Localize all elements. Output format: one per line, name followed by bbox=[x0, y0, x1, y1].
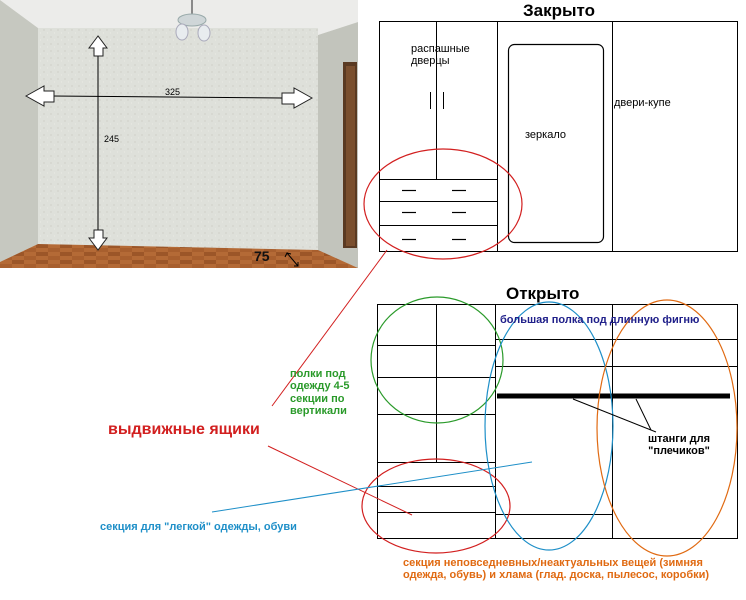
hinged-doors-label: распашные дверцы bbox=[411, 43, 470, 68]
mirror-label: зеркало bbox=[525, 129, 566, 141]
light-clothes-label: секция для "легкой" одежды, обуви bbox=[100, 521, 297, 533]
height-arrow bbox=[88, 35, 108, 251]
connector-rod-right bbox=[635, 398, 652, 431]
open-title: Открыто bbox=[506, 284, 580, 303]
room-photo: 325 245 75 bbox=[0, 0, 358, 268]
closed-wardrobe bbox=[379, 21, 738, 252]
room-photo-drawing bbox=[0, 0, 358, 268]
drawers-label: выдвижные ящики bbox=[108, 421, 260, 438]
connector-light-clothes bbox=[211, 461, 533, 513]
mirror-panel bbox=[507, 43, 605, 244]
depth-dimension: 75 bbox=[254, 248, 270, 264]
connector-closed-drawers bbox=[271, 249, 388, 407]
long-shelf-label: большая полка под длинную фигню bbox=[500, 314, 700, 326]
shelves-label: полки под одежду 4-5 секции по вертикали bbox=[290, 368, 350, 417]
connector-rod-left bbox=[572, 398, 657, 433]
storage-label: секция неповседневных/неактуальных вещей… bbox=[403, 557, 710, 582]
shelves-highlight bbox=[370, 296, 504, 424]
connector-open-drawers bbox=[267, 445, 413, 516]
height-dimension: 245 bbox=[104, 134, 120, 144]
light-clothes-highlight bbox=[484, 301, 614, 551]
open-drawers-highlight bbox=[361, 458, 511, 554]
open-wardrobe bbox=[377, 304, 738, 539]
closed-drawers-highlight bbox=[363, 148, 523, 260]
drawer-handles bbox=[402, 189, 466, 241]
rods-label: штанги для "плечиков" bbox=[647, 433, 711, 458]
sliding-doors-label: двери-купе bbox=[614, 97, 671, 109]
door-handles bbox=[430, 92, 444, 109]
storage-highlight bbox=[596, 299, 738, 557]
width-arrow bbox=[24, 85, 314, 109]
closed-title: Закрыто bbox=[523, 1, 596, 20]
width-dimension: 325 bbox=[165, 87, 181, 97]
depth-arrow bbox=[284, 252, 299, 267]
